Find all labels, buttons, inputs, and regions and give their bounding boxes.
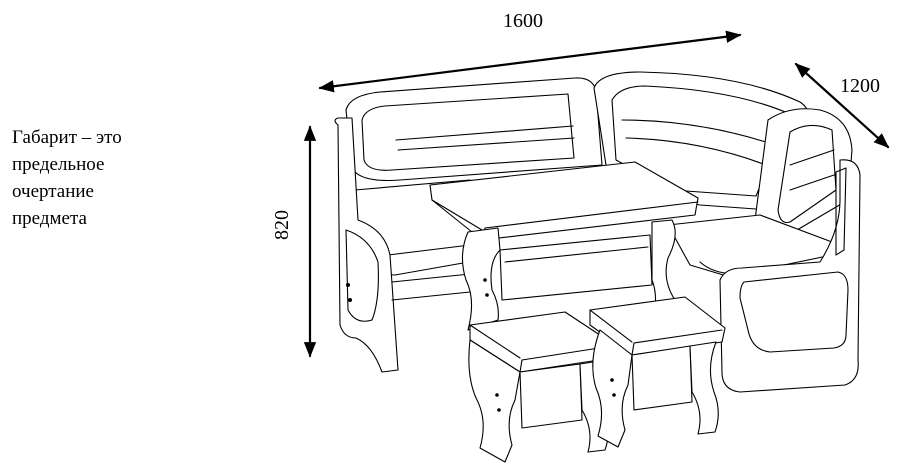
stool-left [468, 311, 616, 463]
depth-arrow [794, 62, 890, 149]
width-arrow [318, 30, 742, 93]
caption-line-1: Габарит – это [12, 127, 122, 148]
width-dimension-label: 1600 [503, 10, 543, 32]
caption-line-3: очертание [12, 181, 94, 202]
definition-caption: Габарит – это предельное очертание предм… [12, 124, 212, 232]
caption-line-2: предельное [12, 154, 105, 175]
caption-line-4: предмета [12, 208, 87, 229]
depth-dimension-label: 1200 [840, 75, 880, 97]
height-dimension-label: 820 [271, 210, 293, 240]
stool-right [589, 296, 726, 448]
